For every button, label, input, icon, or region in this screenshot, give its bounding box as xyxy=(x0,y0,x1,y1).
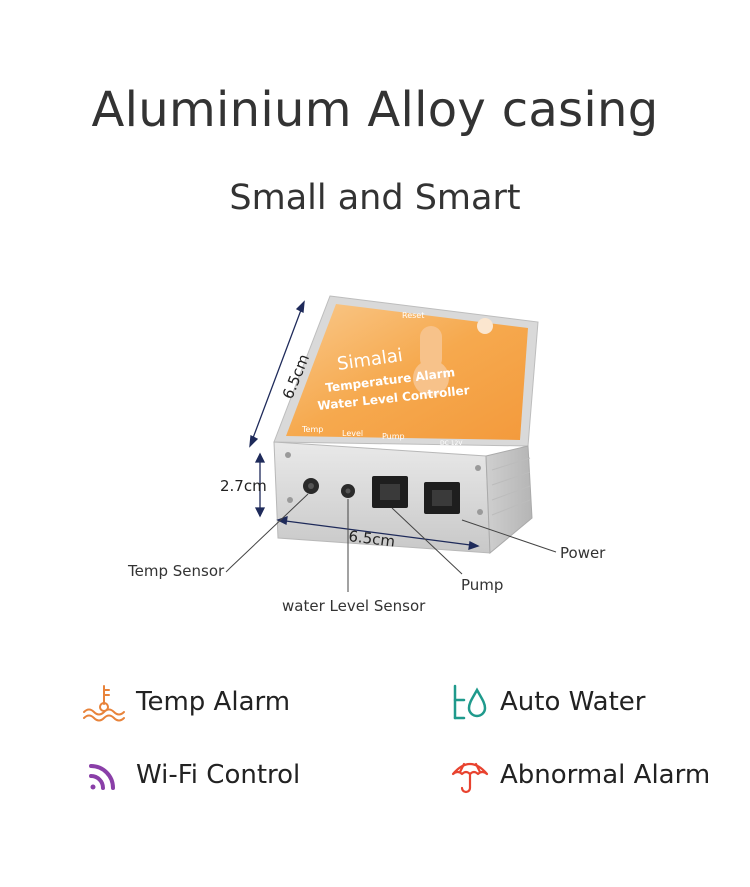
feature-wifi-control: Wi-Fi Control xyxy=(86,756,300,794)
screw-bottom-right xyxy=(477,509,483,515)
device-label-face: Reset Simalai Temperature Alarm Water Le… xyxy=(286,304,528,447)
callout-pump: Pump xyxy=(461,576,503,594)
thermometer-graphic xyxy=(413,326,449,396)
feature-auto-water: Auto Water xyxy=(450,682,646,722)
port-label-level: Level xyxy=(342,429,363,438)
wifi-signal-icon xyxy=(89,764,115,790)
callout-temp-sensor: Temp Sensor xyxy=(127,562,225,580)
feature-label-auto-water: Auto Water xyxy=(500,687,646,717)
page-title: Aluminium Alloy casing xyxy=(91,82,659,138)
feature-temp-alarm: Temp Alarm xyxy=(82,682,290,722)
callout-water-level-sensor: water Level Sensor xyxy=(282,597,426,615)
thermometer-water-icon xyxy=(83,685,125,722)
port-label-temp: Temp xyxy=(301,425,323,434)
reset-label: Reset xyxy=(402,311,424,320)
feature-label-temp-alarm: Temp Alarm xyxy=(136,687,291,717)
feature-abnormal-alarm: Abnormal Alarm xyxy=(450,754,710,796)
product-illustration: Reset Simalai Temperature Alarm Water Le… xyxy=(127,295,606,615)
dimension-lines xyxy=(249,300,480,550)
reset-button xyxy=(477,318,493,334)
callout-lines xyxy=(225,493,557,592)
page-subtitle: Small and Smart xyxy=(229,178,521,218)
screw-top-left xyxy=(285,452,291,458)
port-label-power: DC 12V xyxy=(440,440,463,447)
dimension-height-label: 2.7cm xyxy=(220,477,267,495)
screw-top-right xyxy=(475,465,481,471)
device-ports xyxy=(285,452,483,515)
feature-label-abnormal-alarm: Abnormal Alarm xyxy=(500,760,711,790)
feature-label-wifi-control: Wi-Fi Control xyxy=(136,760,301,790)
dimension-width-label: 6.5cm xyxy=(348,527,397,551)
port-label-pump: Pump xyxy=(382,432,405,441)
callout-power: Power xyxy=(560,544,606,562)
screw-bottom-left xyxy=(287,497,293,503)
faucet-drop-icon xyxy=(453,684,487,720)
umbrella-icon xyxy=(451,762,489,794)
